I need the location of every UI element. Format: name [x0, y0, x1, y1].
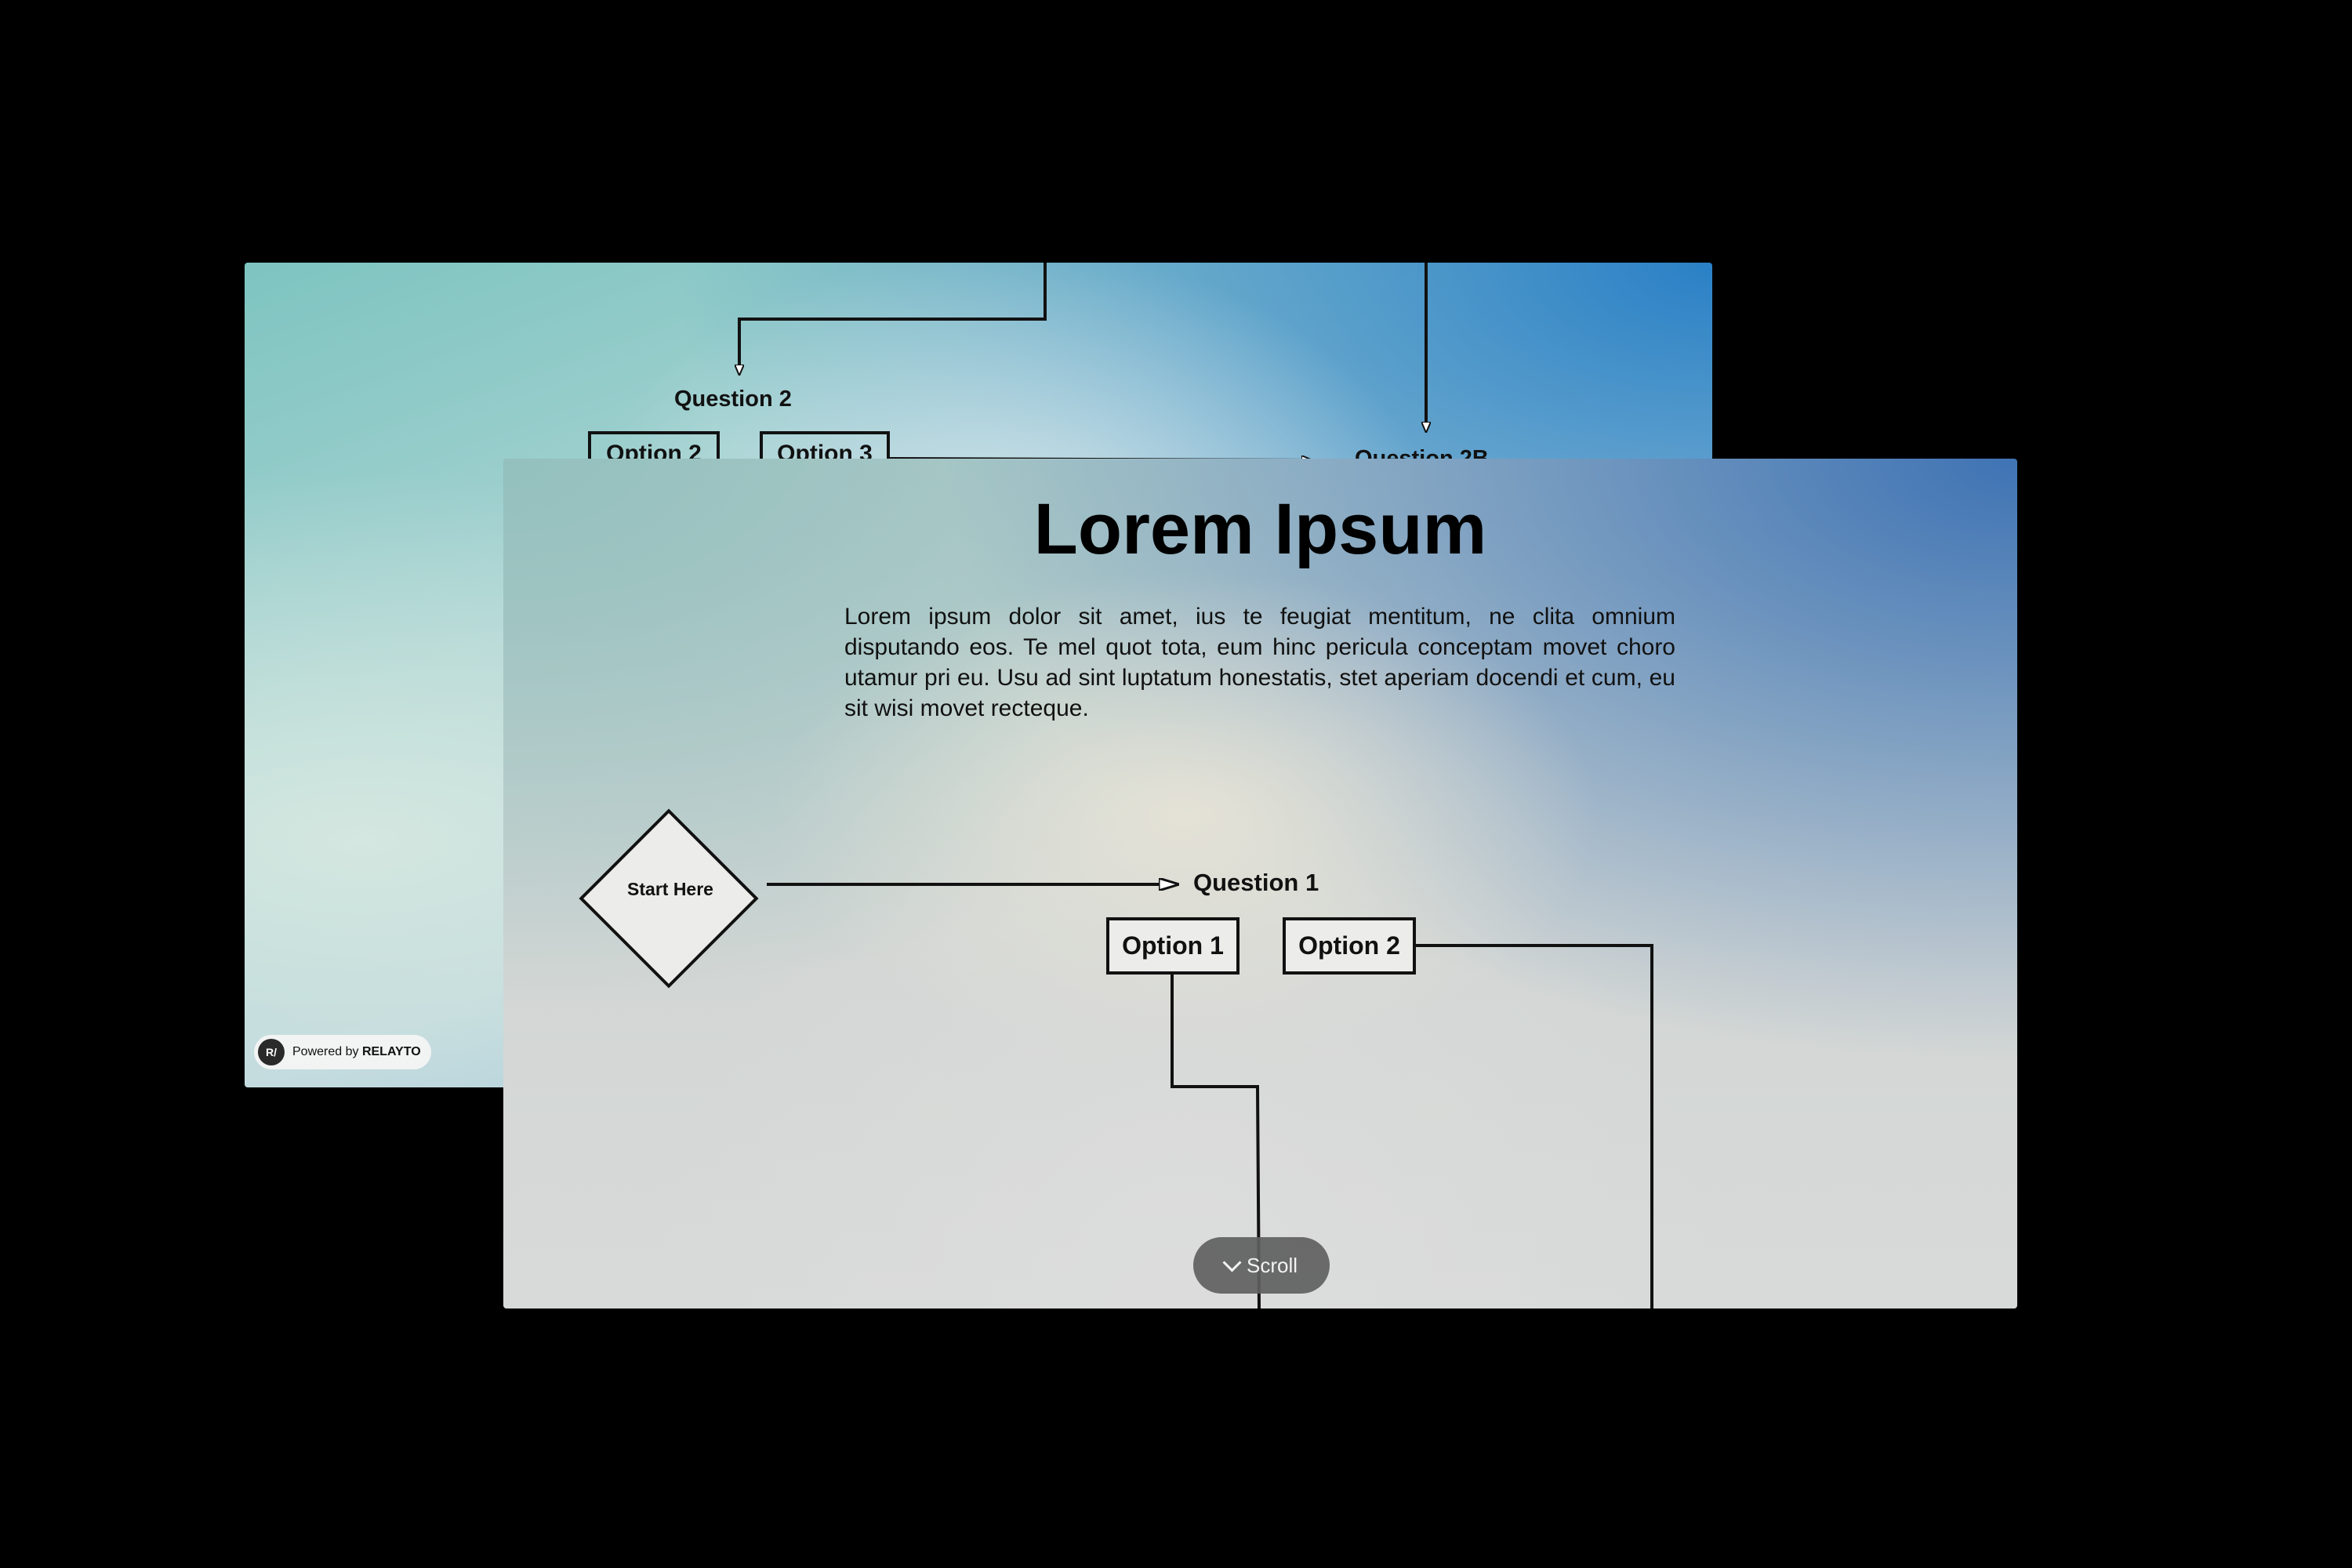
slide-title: Lorem Ipsum: [1033, 489, 1487, 569]
question-1-label: Question 1: [1193, 869, 1319, 896]
scroll-label: Scroll: [1246, 1253, 1298, 1277]
scroll-button[interactable]: Scroll: [1193, 1237, 1330, 1294]
front-flowchart-connectors: [767, 459, 1653, 1308]
option-2-box[interactable]: Option 2: [1283, 917, 1416, 975]
connector-to-question-2: [739, 263, 1047, 374]
question-2-label: Question 2: [674, 387, 792, 412]
relayto-logo-icon: R/: [258, 1039, 285, 1065]
chevron-down-icon: [1222, 1252, 1242, 1272]
option-1-box[interactable]: Option 1: [1106, 917, 1240, 975]
start-here-label: Start Here: [627, 879, 713, 899]
powered-by-badge[interactable]: R/ Powered by RELAYTO: [254, 1035, 431, 1069]
option-3-box[interactable]: Option 3: [760, 431, 890, 463]
powered-by-prefix: Powered by: [292, 1045, 359, 1058]
powered-by-brand: RELAYTO: [361, 1045, 421, 1058]
option-2-box-back[interactable]: Option 2: [588, 431, 720, 463]
connector-option-2-down: [1413, 944, 1653, 1308]
front-slide: Lorem Ipsum Lorem ipsum dolor sit amet, …: [503, 459, 2017, 1308]
slide-body-text: Lorem ipsum dolor sit amet, ius te feugi…: [844, 604, 1675, 721]
connector-option-1-down: [1171, 971, 1261, 1308]
powered-by-text: Powered by RELAYTO: [292, 1045, 421, 1059]
